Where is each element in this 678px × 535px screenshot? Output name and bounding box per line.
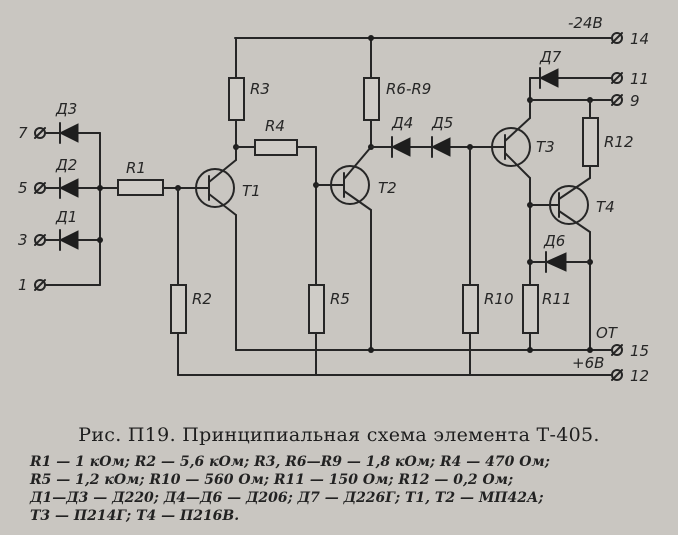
terminal-12-label: 12 [630,367,649,385]
diode-d5-label: Д5 [431,114,453,132]
terminal-11[interactable] [611,72,623,84]
diode-d1-label: Д1 [55,208,77,226]
diode-d7 [538,67,559,89]
resistor-r2 [170,284,187,334]
diode-d6-label: Д6 [543,232,565,250]
supply-neg-label: -24B [568,14,603,32]
transistor-t2-label: T2 [378,179,397,197]
terminal-1-label: 1 [18,276,28,294]
terminal-3[interactable] [34,234,46,246]
figure-caption: Рис. П19. Принципиальная схема элемента … [78,424,600,446]
diode-d4 [390,136,411,158]
diode-d2-label: Д2 [55,156,77,174]
resistor-r4-label: R4 [265,117,285,135]
transistor-t1-label: T1 [242,182,261,200]
transistor-t1 [195,159,237,216]
diode-d6 [544,251,567,273]
diode-d5 [430,136,451,158]
diode-d7-label: Д7 [539,48,562,66]
terminal-1[interactable] [34,279,46,291]
transistor-t3-label: T3 [536,138,555,156]
diode-d3 [58,122,79,144]
resistor-r6-r9-label: R6-R9 [386,80,431,98]
resistor-r10 [462,284,479,334]
diode-d3-label: Д3 [55,100,77,118]
resistor-r5-label: R5 [330,290,350,308]
resistor-r2-label: R2 [192,290,212,308]
terminal-5-label: 5 [18,179,28,197]
terminal-7[interactable] [34,127,46,139]
diode-d1 [58,229,79,251]
terminal-11-label: 11 [630,70,649,88]
terminal-14[interactable] [611,32,623,44]
resistor-r12-label: R12 [604,133,634,151]
supply-pos-label: +6B [572,354,604,372]
spec-line-2: R5 — 1,2 кОм; R10 — 560 Ом; R11 — 150 Ом… [30,472,514,488]
transistor-t3 [489,117,531,179]
terminal-15[interactable] [611,344,623,356]
resistor-r4 [254,139,298,156]
terminal-12[interactable] [611,369,623,381]
resistor-r3 [228,77,245,121]
terminal-9-label: 9 [630,92,640,110]
resistor-r3-label: R3 [250,80,270,98]
transistor-t4-label: T4 [596,198,615,216]
diode-d2 [58,177,79,199]
terminal-14-label: 14 [630,30,649,48]
resistor-r6-r9 [363,77,380,121]
resistor-r10-label: R10 [484,290,514,308]
resistor-r5 [308,284,325,334]
terminal-9[interactable] [611,94,623,106]
diode-d4-label: Д4 [391,114,413,132]
resistor-r11-label: R11 [542,290,572,308]
spec-line-3: Д1—Д3 — Д220; Д4—Д6 — Д206; Д7 — Д226Г; … [30,490,544,506]
resistor-r12 [582,117,599,167]
resistor-r1 [117,179,164,196]
resistor-r11 [522,284,539,334]
terminal-3-label: 3 [18,231,28,249]
terminal-7-label: 7 [18,124,28,142]
circuit-schematic: 7 5 3 1 14 11 9 15 12 -24B OT +6B Д3 Д2 … [18,14,649,385]
terminal-5[interactable] [34,182,46,194]
resistor-r1-label: R1 [126,159,146,177]
terminal-15-label: 15 [630,342,649,360]
transistor-t2 [315,146,372,211]
spec-line-1: R1 — 1 кОм; R2 — 5,6 кОм; R3, R6—R9 — 1,… [30,454,550,470]
transistor-t4 [549,177,591,233]
supply-common-label: OT [596,324,619,342]
spec-line-4: T3 — П214Г; T4 — П216В. [30,508,240,524]
